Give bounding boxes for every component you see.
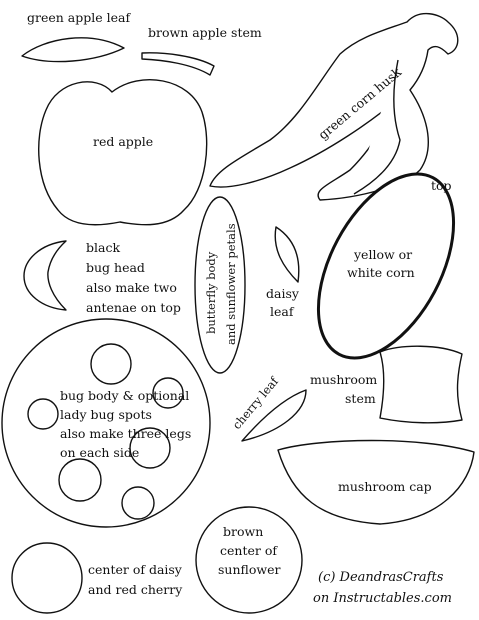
cherry-leaf-shape xyxy=(241,389,307,442)
mushroom-stem-shape xyxy=(379,345,463,424)
mushroom-stem-label-line1: mushroom xyxy=(310,372,377,387)
bug-body-label: bug body & optional lady bug spots also … xyxy=(60,388,191,460)
corn-top-label: top xyxy=(431,178,452,193)
apple-label: red apple xyxy=(93,134,153,149)
bug-head-line: black xyxy=(86,240,120,255)
butterfly-body-shape xyxy=(194,196,246,374)
apple-leaf-label: green apple leaf xyxy=(27,10,131,25)
apple-stem-shape xyxy=(141,52,215,76)
sunflower-center-label-line3: sunflower xyxy=(218,562,280,577)
mushroom-stem-label-line2: stem xyxy=(345,391,376,406)
daisy-center-shape xyxy=(11,542,83,614)
bug-head-line: antenae on top xyxy=(86,300,181,315)
daisy-center-label-line2: and red cherry xyxy=(88,582,183,597)
daisy-leaf-label-line2: leaf xyxy=(270,304,295,319)
daisy-center-label-line1: center of daisy xyxy=(88,562,183,577)
spot xyxy=(152,377,184,409)
butterfly-body-label-line2: and sunflower petals xyxy=(224,223,238,345)
bug-head-line: also make two xyxy=(86,280,177,295)
spot xyxy=(58,458,102,502)
daisy-leaf-label-line1: daisy xyxy=(266,286,300,301)
corn-label-line2: white corn xyxy=(347,265,415,280)
bug-head-line: bug head xyxy=(86,260,145,275)
corn-label-line1: yellow or xyxy=(353,247,412,262)
corn-husk-shape xyxy=(209,13,459,201)
mushroom-cap-shape xyxy=(277,439,475,525)
bug-head-label: black bug head also make two antenae on … xyxy=(86,240,181,315)
spot xyxy=(129,427,171,469)
butterfly-body-label-line1: butterfly body xyxy=(204,251,218,334)
mushroom-cap-label: mushroom cap xyxy=(338,479,432,494)
daisy-leaf-shape xyxy=(274,226,300,283)
corn-shape xyxy=(316,172,456,360)
spot xyxy=(27,398,59,430)
bug-body-line: on each side xyxy=(60,445,139,460)
bug-body-line: also make three legs xyxy=(60,426,191,441)
apple-shape xyxy=(38,79,208,226)
apple-leaf-shape xyxy=(21,37,125,63)
spot xyxy=(121,486,155,520)
spot xyxy=(90,343,132,385)
credit-line2: on Instructables.com xyxy=(313,591,452,606)
credit-line1: (c) DeandrasCrafts xyxy=(318,570,444,585)
bug-head-shape xyxy=(23,240,67,311)
apple-stem-label: brown apple stem xyxy=(148,25,262,40)
bug-body-line: bug body & optional xyxy=(60,388,189,403)
sunflower-center-label-line2: center of xyxy=(220,543,278,558)
bug-body-line: lady bug spots xyxy=(60,407,152,422)
sunflower-center-label-line1: brown xyxy=(223,524,263,539)
bug-body-shape xyxy=(1,318,211,528)
ladybug-spots xyxy=(27,343,184,520)
sunflower-center-shape xyxy=(195,506,303,614)
